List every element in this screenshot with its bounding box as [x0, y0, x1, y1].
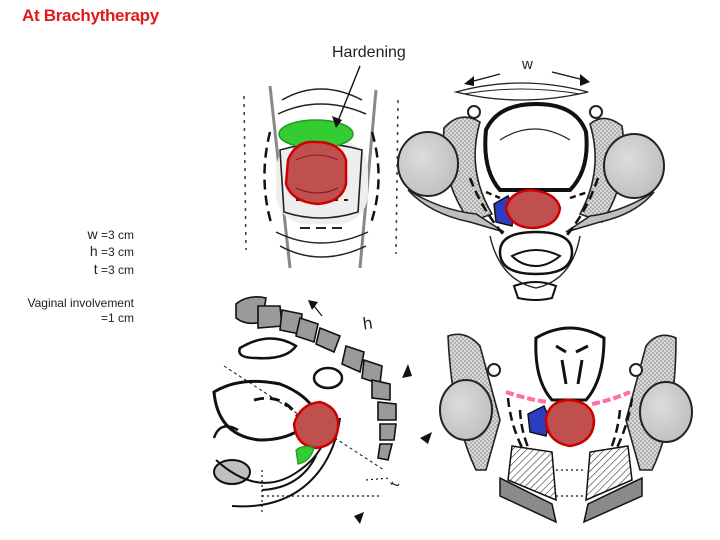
coronal-cervix-view	[243, 65, 399, 269]
vaginal-involvement-label: Vaginal involvement	[27, 296, 134, 310]
measurement-t-key: t	[93, 261, 98, 277]
parametrium-left	[505, 390, 549, 404]
vaginal-involvement: Vaginal involvement =1 cm	[27, 296, 134, 326]
parametrium-right	[591, 390, 631, 406]
t-arrow-top-icon	[402, 364, 412, 378]
femoral-head-right-coronal	[639, 381, 693, 443]
w-arrow-right-icon	[580, 74, 590, 86]
measurement-t: t =3 cm	[94, 261, 134, 277]
measurement-w-value: =3 cm	[100, 228, 134, 242]
h-arrow-top-icon	[308, 300, 318, 310]
measurement-w-key: w	[87, 226, 98, 242]
measurement-h-key: h	[89, 243, 98, 259]
rectum-axial	[498, 230, 574, 276]
dotted-guide-left	[243, 95, 247, 251]
measurement-w: w =3 cm	[88, 226, 134, 242]
coronal-pelvis-view	[439, 326, 693, 524]
tumor-sagittal	[292, 400, 340, 450]
measurement-h: h =3 cm	[90, 243, 134, 259]
vaginal-involvement-value: =1 cm	[100, 311, 134, 325]
dotted-guide-right	[395, 99, 399, 255]
femoral-head-left-coronal	[439, 379, 493, 441]
femoral-head-left	[397, 131, 459, 197]
vaginal-involvement-sagittal	[295, 445, 315, 465]
femoral-head-right	[603, 133, 665, 199]
measurement-t-value: =3 cm	[100, 263, 134, 277]
uterus-coronal	[534, 326, 606, 402]
t-arrow-bottom-icon	[354, 512, 364, 524]
hardening-arrow-icon	[332, 116, 342, 128]
hardening-label: Hardening	[332, 44, 406, 61]
bladder-axial	[483, 101, 589, 192]
h-arrow-bottom-icon	[420, 432, 432, 444]
width-label: w	[522, 56, 533, 73]
measurement-h-value: =3 cm	[100, 245, 134, 259]
slide-title: At Brachytherapy	[22, 6, 159, 25]
tumor-axial	[504, 188, 562, 230]
sagittal-pelvis-view	[212, 296, 432, 524]
axial-pelvis-view	[397, 71, 665, 301]
w-arrow-left-icon	[464, 76, 474, 86]
tumor-coronal	[284, 140, 348, 206]
tumor-coronal-pelvis	[544, 398, 596, 448]
